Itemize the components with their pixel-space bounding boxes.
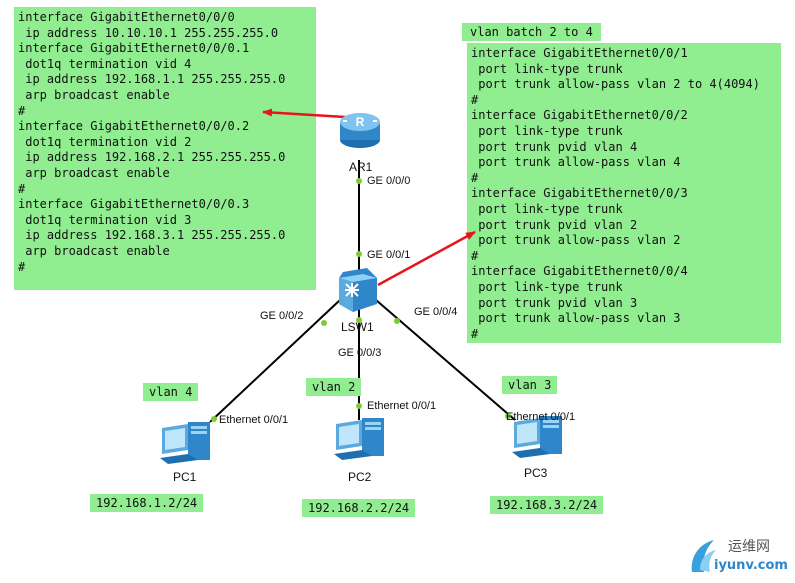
router-icon: R <box>340 113 380 148</box>
switch-config-line: # <box>471 92 479 107</box>
vlan-tag-pc2: vlan 2 <box>306 378 362 396</box>
switch-config-line: port trunk allow-pass vlan 3 <box>471 311 681 326</box>
router-config-line: interface GigabitEthernet0/0/0.3 <box>18 197 250 212</box>
router-ar1[interactable]: R <box>338 108 382 150</box>
switch-config-line: port link-type trunk <box>471 201 623 216</box>
port-dot-pc3 <box>505 413 511 419</box>
pc-icon <box>160 422 210 464</box>
port-dot-pc2 <box>356 403 362 409</box>
router-config-line: arp broadcast enable <box>18 87 170 102</box>
switch-config-line: interface GigabitEthernet0/0/4 <box>471 264 688 279</box>
pc1-label: PC1 <box>173 470 197 484</box>
pc3[interactable] <box>510 414 566 460</box>
switch-config-line: port trunk pvid vlan 2 <box>471 217 638 232</box>
ip-tag-pc3: 192.168.3.2/24 <box>490 496 604 514</box>
ip-tag-pc2: 192.168.2.2/24 <box>302 499 416 517</box>
router-config-line: interface GigabitEthernet0/0/0.2 <box>18 119 250 134</box>
pc1[interactable] <box>158 420 214 466</box>
pc-icon <box>512 416 562 458</box>
switch-config-line: interface GigabitEthernet0/0/3 <box>471 186 688 201</box>
pc-icon <box>334 418 384 460</box>
port-label-ge004: GE 0/0/4 <box>414 306 458 318</box>
router-config-line: # <box>18 259 26 274</box>
switch-icon <box>339 268 377 312</box>
watermark: 运维网 iyunv.com <box>688 534 792 580</box>
ip-tag-pc1: 192.168.1.2/24 <box>90 494 204 512</box>
switch-config-line: port link-type trunk <box>471 123 623 138</box>
port-dot-ge000 <box>356 178 362 184</box>
switch-config-block: interface GigabitEthernet0/0/1 port link… <box>467 43 781 343</box>
port-label-ge002: GE 0/0/2 <box>260 310 304 322</box>
port-label-pc1-eth: Ethernet 0/0/1 <box>219 414 289 426</box>
port-dot-ge003 <box>356 317 362 323</box>
port-label-pc3-eth: Ethernet 0/0/1 <box>506 411 576 423</box>
router-label: AR1 <box>349 160 373 174</box>
port-dot-ge004 <box>394 318 400 324</box>
switch-config-line: interface GigabitEthernet0/0/1 <box>471 46 688 60</box>
port-label-pc2-eth: Ethernet 0/0/1 <box>367 400 437 412</box>
router-config-line: arp broadcast enable <box>18 165 170 180</box>
port-dot-ge001 <box>356 251 362 257</box>
router-config-block: interface GigabitEthernet0/0/0 ip addres… <box>14 7 316 290</box>
arrow-to-router-config <box>262 108 346 119</box>
port-label-ge001: GE 0/0/1 <box>367 249 411 261</box>
pc2[interactable] <box>332 416 388 462</box>
router-config-line: dot1q termination vid 4 <box>18 56 192 71</box>
switch-label: LSW1 <box>341 320 374 334</box>
switch-config-line: port trunk allow-pass vlan 4 <box>471 155 681 170</box>
router-config-line: ip address 192.168.2.1 255.255.255.0 <box>18 150 286 165</box>
link-lsw1-pc1 <box>209 299 341 423</box>
router-config-line: interface GigabitEthernet0/0/0 <box>18 10 235 24</box>
switch-config-line: # <box>471 248 479 263</box>
switch-lsw1[interactable] <box>333 268 377 312</box>
router-config-line: ip address 192.168.3.1 255.255.255.0 <box>18 228 286 243</box>
router-config-line: # <box>18 103 26 118</box>
watermark-url: iyunv.com <box>714 558 788 573</box>
pc2-label: PC2 <box>348 470 372 484</box>
pc3-label: PC3 <box>524 466 548 480</box>
switch-config-line: port trunk allow-pass vlan 2 <box>471 233 681 248</box>
router-config-line: ip address 192.168.1.1 255.255.255.0 <box>18 72 286 87</box>
switch-config-line: port trunk pvid vlan 3 <box>471 295 638 310</box>
router-config-line: dot1q termination vid 2 <box>18 134 192 149</box>
router-config-line: arp broadcast enable <box>18 243 170 258</box>
switch-config-line: # <box>471 326 479 341</box>
port-dot-pc1 <box>211 416 217 422</box>
router-config-line: interface GigabitEthernet0/0/0.1 <box>18 41 250 56</box>
switch-config-line: # <box>471 170 479 185</box>
vlan-tag-pc1: vlan 4 <box>143 383 199 401</box>
switch-config-line: port trunk allow-pass vlan 2 to 4(4094) <box>471 77 760 92</box>
switch-config-line: port link-type trunk <box>471 279 623 294</box>
watermark-cn: 运维网 <box>728 539 770 555</box>
vlan-tag-pc3: vlan 3 <box>502 376 558 394</box>
port-dot-ge002 <box>321 320 327 326</box>
router-config-line: dot1q termination vid 3 <box>18 212 192 227</box>
svg-text:R: R <box>356 115 365 129</box>
router-config-line: # <box>18 181 26 196</box>
router-config-line: ip address 10.10.10.1 255.255.255.0 <box>18 25 279 40</box>
switch-config-line: port trunk pvid vlan 4 <box>471 139 638 154</box>
watermark-logo-icon <box>691 540 716 572</box>
port-label-ge003: GE 0/0/3 <box>338 347 382 359</box>
switch-config-line: port link-type trunk <box>471 61 623 76</box>
port-label-ge000: GE 0/0/0 <box>367 175 411 187</box>
vlan-batch-label: vlan batch 2 to 4 <box>462 23 601 41</box>
arrow-to-switch-config <box>377 230 476 287</box>
switch-config-line: interface GigabitEthernet0/0/2 <box>471 108 688 123</box>
